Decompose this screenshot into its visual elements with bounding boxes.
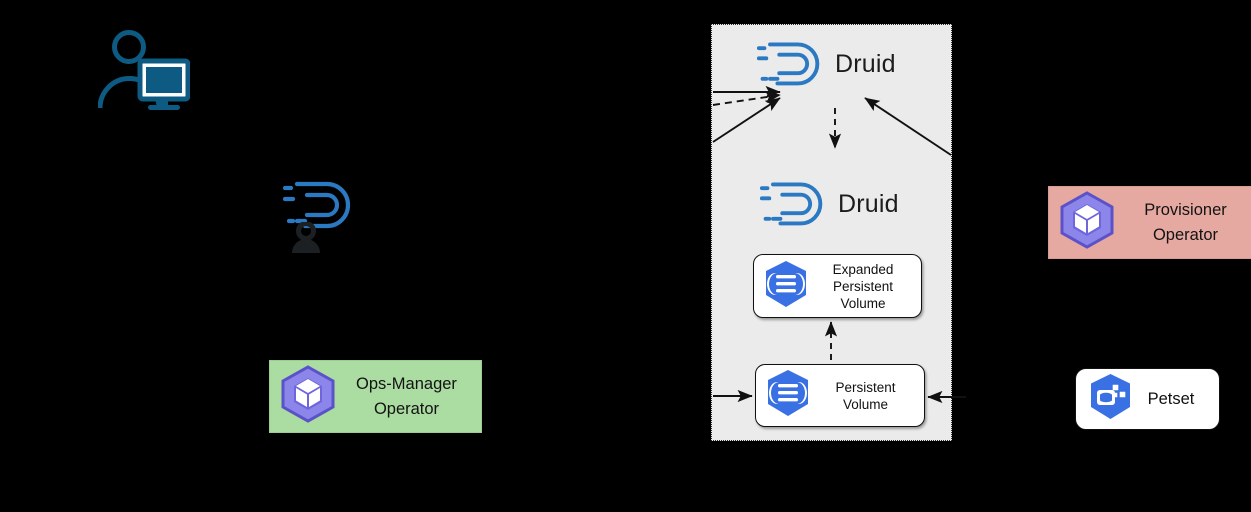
provisioner-operator-box[interactable]: Provisioner Operator <box>1048 186 1251 259</box>
expanded-persistent-volume-box[interactable]: Expanded Persistent Volume <box>753 254 922 318</box>
druid-client-user-icon <box>289 221 323 259</box>
user-at-computer-icon <box>97 30 191 125</box>
ops-manager-label-line1: Ops-Manager <box>356 374 457 393</box>
petset-label: Petset <box>1147 389 1195 408</box>
ops-manager-operator-box[interactable]: Ops-Manager Operator <box>269 360 482 433</box>
ops-manager-label-line2: Operator <box>373 399 440 418</box>
persistent-volume-icon <box>765 369 811 422</box>
druid-top-logo <box>756 37 835 94</box>
expanded-persistent-volume-label: Expanded Persistent Volume <box>809 261 921 312</box>
operator-cube-icon <box>280 365 336 428</box>
expanded-pv-line1: Expanded <box>832 261 894 277</box>
provisioner-label-line2: Operator <box>1152 225 1219 244</box>
provisioner-operator-label: Provisioner Operator <box>1115 198 1251 248</box>
persistent-volume-icon <box>763 260 809 313</box>
expanded-pv-line2: Persistent <box>832 278 894 294</box>
persistent-volume-box[interactable]: Persistent Volume <box>755 364 925 427</box>
druid-client-logo <box>282 176 367 237</box>
provisioner-label-line1: Provisioner <box>1144 200 1227 219</box>
druid-bottom-logo <box>759 177 838 234</box>
petset-icon <box>1088 373 1133 425</box>
ops-manager-operator-label: Ops-Manager Operator <box>336 372 481 422</box>
pv-line2: Volume <box>842 396 889 412</box>
expanded-pv-line3: Volume <box>840 295 886 311</box>
operator-cube-icon <box>1059 191 1115 254</box>
pv-line1: Persistent <box>835 379 896 395</box>
druid-top-label: Druid <box>835 50 896 78</box>
petset-box[interactable]: Petset <box>1075 368 1220 430</box>
druid-bottom-label: Druid <box>838 190 899 218</box>
persistent-volume-label: Persistent Volume <box>811 379 924 413</box>
